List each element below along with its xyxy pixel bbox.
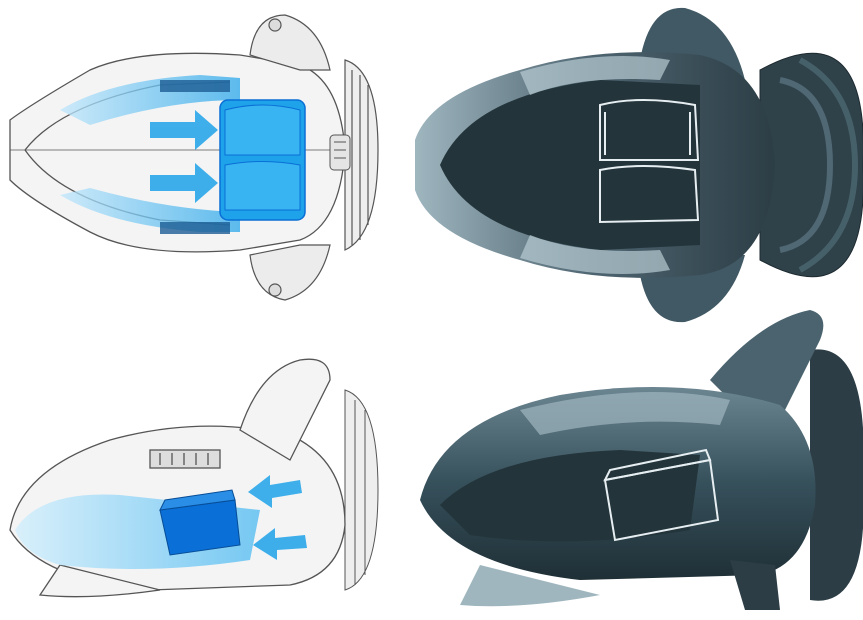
top-view-render-svg bbox=[415, 7, 863, 323]
flow-arrows bbox=[150, 110, 218, 203]
battery-outline bbox=[599, 99, 700, 224]
propeller-housing bbox=[810, 349, 863, 601]
side-view-line-drawing bbox=[0, 350, 380, 620]
battery-block bbox=[159, 489, 241, 556]
water-intake-zones bbox=[60, 75, 240, 234]
side-view-render bbox=[400, 310, 863, 620]
top-view-render bbox=[400, 0, 863, 330]
battery-outline bbox=[603, 448, 720, 542]
side-handles bbox=[249, 14, 331, 301]
arrow-icon bbox=[150, 163, 218, 203]
arrow-icon bbox=[253, 528, 307, 560]
hull-render bbox=[420, 387, 816, 610]
propeller-housing bbox=[759, 52, 863, 278]
side-view-drawing-svg bbox=[9, 358, 379, 598]
propeller-housing bbox=[344, 59, 379, 251]
hull-render bbox=[415, 52, 775, 278]
battery-block bbox=[219, 99, 306, 221]
top-view-drawing-svg bbox=[9, 14, 379, 301]
propeller-housing bbox=[344, 389, 379, 591]
rear-connector bbox=[329, 134, 351, 171]
side-view-render-svg bbox=[420, 310, 863, 610]
arrow-icon bbox=[248, 475, 302, 508]
top-view-line-drawing bbox=[0, 0, 380, 310]
arrow-icon bbox=[150, 110, 218, 150]
flow-arrows bbox=[248, 475, 307, 560]
